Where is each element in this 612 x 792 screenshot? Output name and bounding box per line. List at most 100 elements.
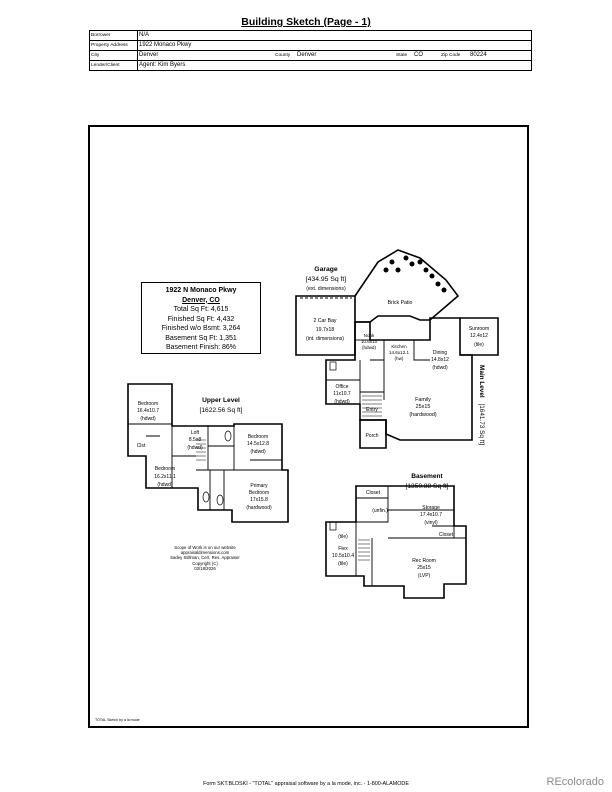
basement-unfin-label: (unfin.)	[372, 508, 388, 514]
zip-value: 80224	[470, 52, 487, 58]
office-label: Office	[336, 384, 349, 390]
summary-line2: Denver, CO	[182, 296, 220, 304]
dining-floor: (hdwd)	[432, 365, 448, 371]
upper-bedroom2-floor: (hdwd)	[250, 449, 266, 455]
page-footer: Form SKT.BLDSKI - "TOTAL" appraisal soft…	[203, 781, 409, 787]
lender-value: Agent: Kim Byers	[139, 62, 186, 68]
upper-bedroom3-label: Bedroom	[155, 466, 175, 472]
state-value: CO	[414, 52, 423, 58]
flex-label: Flex	[338, 546, 348, 552]
patio-label: Brick Patio	[388, 300, 413, 306]
nook-floor: (hdwd)	[362, 345, 377, 350]
scope-line: Copyright (C)	[192, 560, 218, 566]
kitchen-label: Kitchen	[391, 344, 407, 349]
loft-dim: 8.5x8	[189, 437, 201, 443]
upper-bedroom1-label: Bedroom	[138, 401, 158, 407]
sunroom-label: Sunroom	[469, 326, 489, 332]
garage-bay-note: (int. dimensions)	[306, 336, 344, 342]
primary-label-2: Bedroom	[249, 490, 269, 496]
address-row: Property Address 1922 Monaco Pkwy	[90, 41, 531, 51]
bath-tile-label: (tile)	[338, 534, 348, 540]
upper-bedroom2-dim: 14.5x12.8	[247, 441, 269, 447]
main-level-outline	[325, 317, 473, 441]
dining-label: Dining	[433, 350, 447, 356]
sunroom-floor: (tile)	[474, 342, 484, 348]
upper-level-outline	[127, 383, 289, 523]
garage-title: Garage	[314, 266, 338, 273]
entry-label: Entry	[366, 407, 378, 413]
kitchen-dim: 14.6x12.1	[389, 350, 410, 355]
address-label: Property Address	[91, 43, 128, 48]
rec-room-label: Rec Room	[412, 558, 436, 564]
upper-level-area: [1622.56 Sq ft]	[200, 407, 243, 414]
storage-label: Storage	[422, 505, 440, 511]
scope-line: Scope of Work is on our website	[174, 545, 236, 550]
summary-line1: 1922 N Monaco Pkwy	[165, 287, 237, 294]
primary-floor: (hardwood)	[246, 505, 272, 511]
summary-box: 1922 N Monaco Pkwy Denver, CO Total Sq F…	[141, 282, 261, 354]
lender-row: Lender/Client Agent: Kim Byers	[90, 61, 531, 70]
plant-icons	[383, 255, 447, 293]
garage-bay: 2 Car Bay	[313, 318, 336, 324]
dining-dim: 14.8x12	[431, 357, 449, 363]
patio-outline	[354, 249, 460, 323]
summary-total: Total Sq Ft: 4,615	[173, 306, 229, 313]
county-value: Denver	[297, 52, 317, 58]
nook-label: Nook	[364, 333, 375, 338]
upper-closet-label: Clst	[137, 443, 146, 449]
flex-dim: 10.5x10.4	[332, 553, 354, 559]
upper-level-title: Upper Level	[202, 397, 240, 404]
upper-bedroom1-floor: (hdwd)	[140, 416, 156, 422]
sunroom-dim: 12.4x12	[470, 333, 488, 339]
office-dim: 11x10.7	[333, 391, 351, 397]
basement-closet-label: Closet	[366, 490, 381, 496]
summary-finished: Finished Sq Ft: 4,432	[167, 315, 235, 323]
upper-bedroom2-label: Bedroom	[248, 434, 268, 440]
scope-line: Sadey Stillman, Cert. Res. Appraiser	[170, 555, 240, 561]
kitchen-floor: (hw)	[395, 356, 404, 361]
family-dim: 25x15	[416, 404, 431, 410]
county-label: County	[275, 53, 291, 58]
garage-outline	[295, 295, 356, 356]
borrower-value: N/A	[139, 32, 150, 38]
garage-bay-dim: 19.7x18	[316, 327, 335, 333]
summary-basement: Basement Sq Ft: 1,351	[165, 334, 237, 342]
loft-floor: (hdwd)	[187, 445, 203, 451]
family-floor: (hardwood)	[409, 412, 436, 418]
scope-note: Scope of Work is on our website appraisa…	[150, 545, 260, 571]
rec-room-dim: 25x15	[417, 565, 431, 571]
office-floor: (hdwd)	[334, 399, 350, 405]
upper-bedroom1-dim: 16.4x10.7	[137, 408, 159, 414]
primary-dim: 17x15.8	[250, 497, 268, 503]
city-label: City	[91, 53, 100, 58]
family-label: Family	[415, 397, 431, 403]
storage-dim: 17.4x10.7	[420, 512, 442, 518]
borrower-label: Borrower	[91, 33, 111, 38]
zip-label: Zip Code	[441, 53, 461, 58]
primary-label: Primary	[250, 483, 268, 489]
address-value: 1922 Monaco Pkwy	[139, 42, 192, 48]
nook-dim: 10.6x10	[361, 339, 378, 344]
sunroom-outline	[460, 317, 499, 356]
borrower-row: Borrower N/A	[90, 31, 531, 41]
upper-bedroom3-dim: 16.2x11.1	[154, 474, 176, 480]
watermark: REcolorado	[546, 776, 604, 788]
page-title: Building Sketch (Page - 1)	[241, 16, 371, 28]
basement-outline	[325, 485, 467, 599]
garage-note: (ext. dimensions)	[306, 286, 346, 292]
summary-finished-bsmt: Finished w/o Bsmt: 3,264	[161, 325, 241, 332]
summary-basement-finish: Basement Finish: 86%	[165, 344, 237, 351]
upper-bedroom3-floor: (hdwd)	[157, 482, 173, 488]
sketch-software-note: TOTAL Sketch by a la mode	[95, 718, 140, 722]
porch-label: Porch	[365, 433, 378, 439]
basement-area: [1350.88 Sq ft]	[406, 483, 449, 490]
lender-label: Lender/Client	[91, 63, 120, 68]
city-row: City Denver County Denver State CO Zip C…	[90, 51, 531, 61]
scope-line: appraisaldimensions.com	[180, 550, 230, 556]
city-value: Denver	[139, 52, 159, 58]
storage-floor: (vinyl)	[424, 520, 438, 526]
sketch-sheet	[88, 125, 529, 728]
garage-area: [434.95 Sq ft]	[306, 276, 347, 283]
porch-outline	[359, 419, 387, 449]
